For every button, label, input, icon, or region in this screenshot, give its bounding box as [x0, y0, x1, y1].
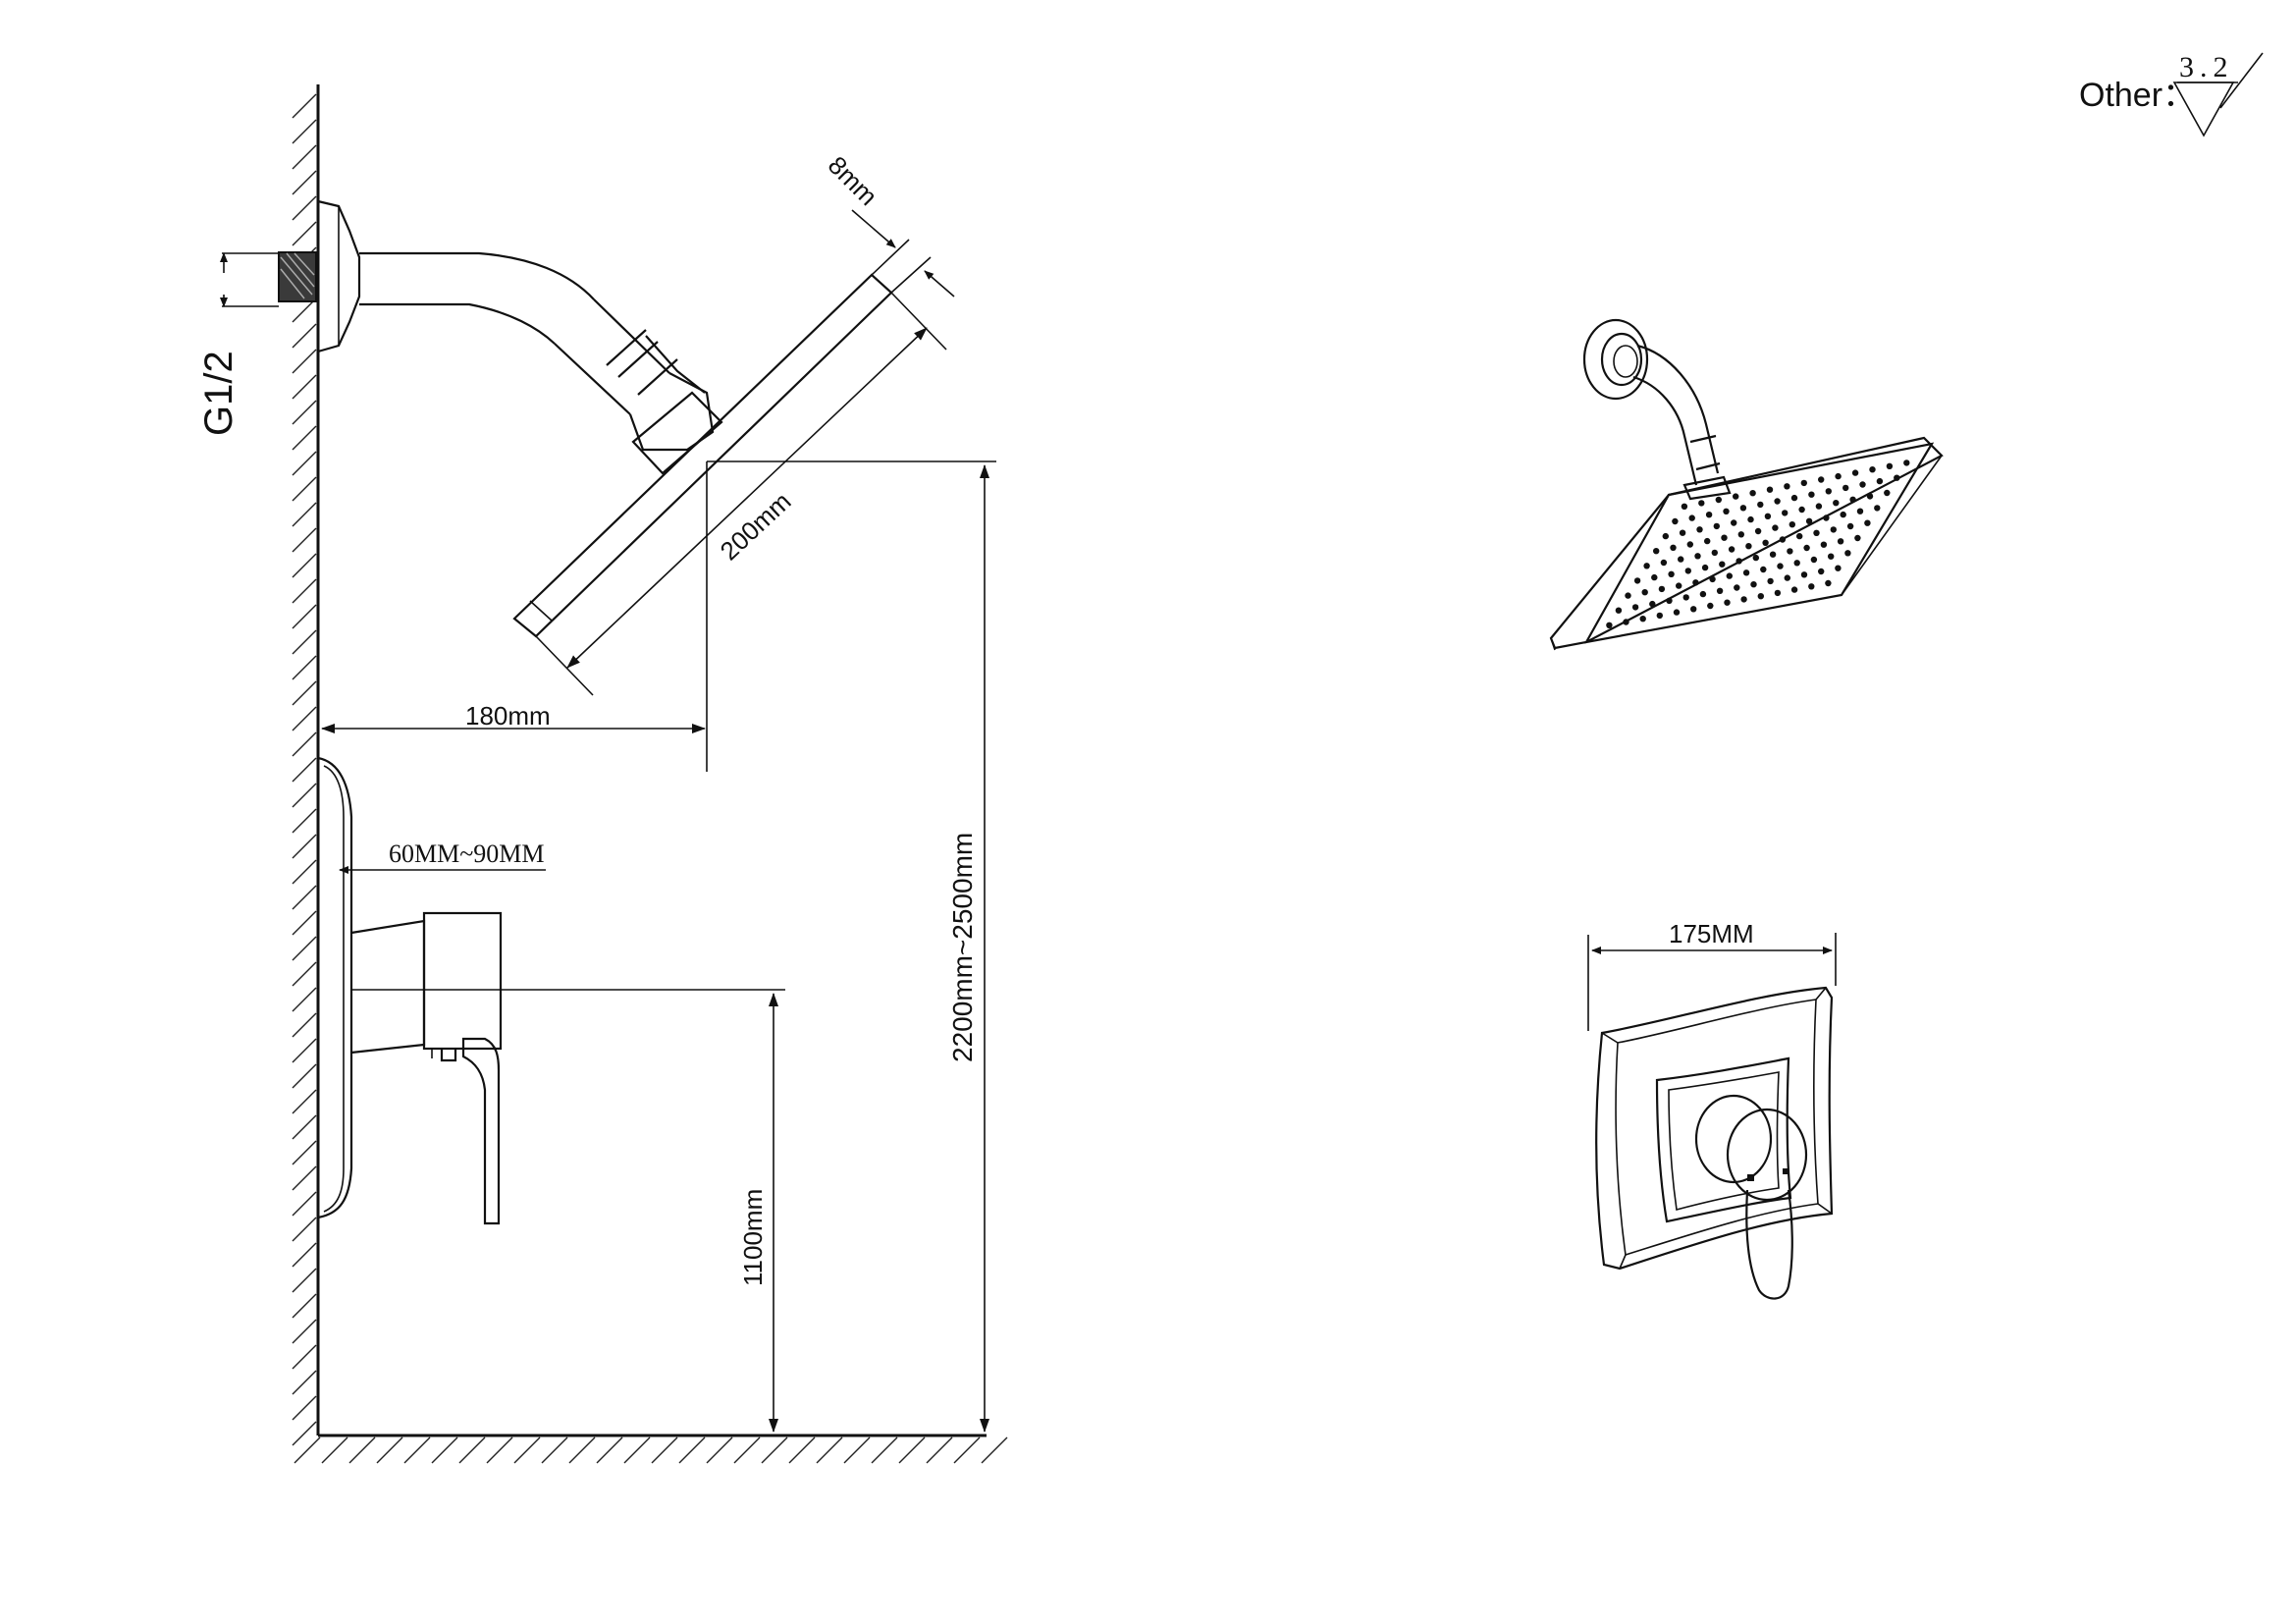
shower-arm-side [278, 199, 893, 638]
arm-reach-label: 180mm [465, 701, 551, 731]
valve-depth-dimension: 60MM~90MM [339, 839, 546, 874]
valve-body [350, 919, 426, 1055]
valve-handle-lever [461, 1037, 501, 1225]
panel-thickness-dimension: 8mm [823, 150, 955, 298]
swivel-nut [606, 329, 678, 396]
trim-width-label: 175MM [1669, 919, 1754, 948]
head-height-dimension: 2200mm~2500mm [707, 460, 996, 1433]
valve-trim-perspective [1595, 986, 1834, 1300]
floor-section [294, 1434, 1008, 1464]
trim-width-dimension: 175MM [1587, 919, 1837, 1031]
panel-thickness-label: 8mm [823, 150, 883, 211]
perspective-arm [1632, 344, 1720, 486]
wall-flange [317, 199, 361, 353]
valve-depth-label: 60MM~90MM [389, 839, 545, 868]
perspective-handle-lever [1745, 1189, 1793, 1300]
threaded-connector [278, 251, 317, 302]
floor-hatch-pattern [294, 1436, 1008, 1464]
surface-finish-symbol: Other： 3.2 [2079, 51, 2264, 137]
trim-plate-outer [1595, 986, 1834, 1271]
perspective-nozzle-grid [1606, 460, 1910, 628]
valve-side [317, 756, 785, 1225]
shower-arm-bottom [359, 302, 556, 345]
valve-cartridge [422, 911, 503, 1051]
thread-label: G1/2 [197, 351, 240, 436]
shower-head-plate [512, 273, 893, 638]
valve-height-dimension: 1100mm [738, 993, 778, 1433]
head-size-label: 200mm [715, 486, 797, 566]
shower-head-perspective [1549, 318, 1944, 651]
valve-height-label: 1100mm [738, 1189, 768, 1286]
shower-arm-top [359, 251, 595, 300]
valve-trim-plate [317, 756, 353, 1219]
arm-reach-dimension: 180mm [321, 461, 708, 772]
perspective-flange [1582, 318, 1649, 401]
handle-pin [440, 1049, 457, 1062]
head-size-dimension: 200mm [535, 292, 947, 696]
roughness-value: 3.2 [2179, 51, 2234, 83]
thread-dimension: G1/2 [197, 252, 279, 436]
head-height-label: 2200mm~2500mm [947, 833, 978, 1062]
perspective-head-plate [1549, 436, 1944, 650]
handle-hub [1726, 1108, 1808, 1202]
valve-escutcheon [1694, 1094, 1773, 1184]
